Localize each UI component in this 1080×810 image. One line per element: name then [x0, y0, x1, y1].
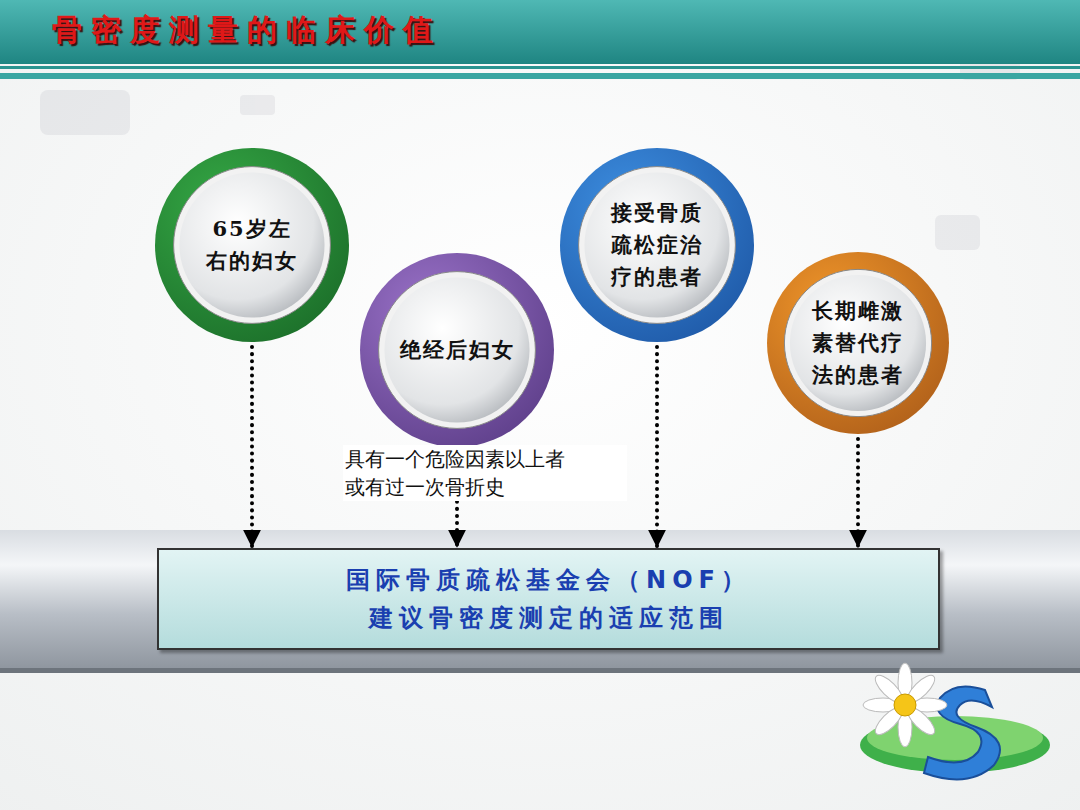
- dotted-arrow: [856, 439, 860, 546]
- silver-band: [0, 530, 1080, 670]
- header-bar: [0, 0, 1080, 64]
- circle-label: 接受骨质疏松症治疗的患者: [607, 197, 707, 293]
- category-circle: 65岁左右的妇女: [154, 147, 350, 343]
- circle-outline: [154, 147, 350, 343]
- circle-label: 65岁左右的妇女: [202, 213, 302, 277]
- category-circle: 绝经后妇女: [359, 252, 555, 448]
- dotted-arrow: [655, 347, 659, 546]
- header-line: [0, 66, 1080, 69]
- band-shadow: [0, 668, 1080, 673]
- slide-title: 骨密度测量的临床价值: [52, 10, 442, 51]
- note-label: 具有一个危险因素以上者 或有过一次骨折史: [343, 445, 627, 501]
- header-line: [0, 73, 1080, 79]
- category-circle: 长期雌激素替代疗法的患者: [766, 251, 950, 435]
- summary-label: 国际骨质疏松基金会（NOF） 建议骨密度测定的适应范围: [249, 561, 849, 637]
- corner-logo: [860, 663, 1050, 779]
- circle-label: 长期雌激素替代疗法的患者: [808, 295, 908, 391]
- summary-box: 国际骨质疏松基金会（NOF） 建议骨密度测定的适应范围: [157, 548, 940, 650]
- category-circle: 接受骨质疏松症治疗的患者: [559, 147, 755, 343]
- dotted-arrow: [250, 347, 254, 546]
- circle-label: 绝经后妇女: [387, 334, 527, 366]
